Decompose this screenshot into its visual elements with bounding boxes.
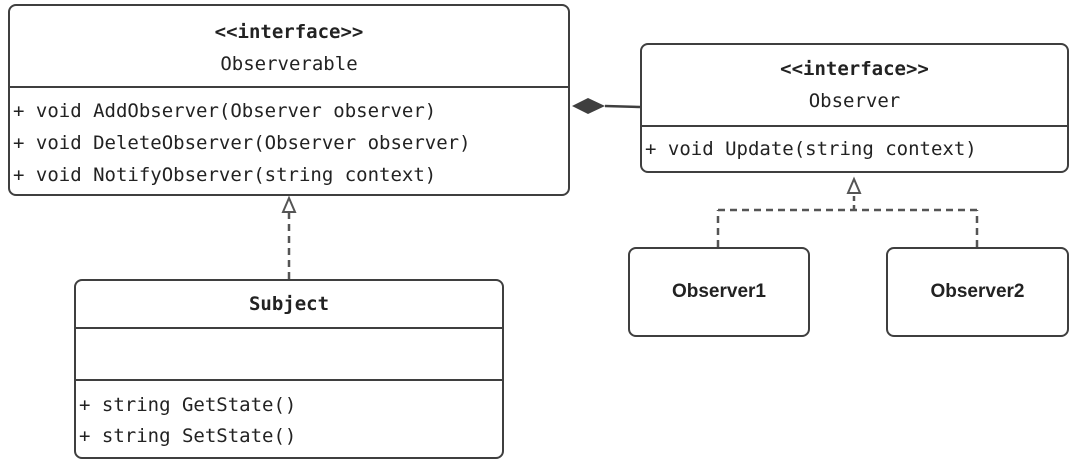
observer-class-box: <<interface>> Observer + void Update(str… (640, 43, 1069, 173)
class-name: Observer1 (671, 281, 766, 302)
observer2-class-box: Observer2 (886, 247, 1069, 337)
composition-line (604, 104, 641, 109)
observer-header: <<interface>> Observer (642, 45, 1067, 127)
class-name: Observer (808, 90, 901, 112)
observerable-header: <<interface>> Observerable (10, 6, 568, 88)
stereotype-label: <<interface>> (214, 21, 364, 43)
subject-class-box: Subject + string GetState() + string Set… (74, 279, 504, 459)
subject-attributes (76, 329, 502, 381)
subject-methods: + string GetState() + string SetState() (76, 381, 502, 452)
observerable-methods: + void AddObserver(Observer observer) + … (10, 88, 568, 191)
realization-arrow-icon (846, 176, 862, 194)
observer1-class-box: Observer1 (628, 247, 810, 337)
observer-methods: + void Update(string context) (642, 127, 1067, 165)
method-item: + void NotifyObserver(string context) (13, 164, 437, 186)
composition-diamond-icon (572, 98, 605, 114)
method-item: + void DeleteObserver(Observer observer) (13, 132, 471, 154)
observerable-class-box: <<interface>> Observerable + void AddObs… (8, 4, 570, 196)
class-name: Observer2 (930, 281, 1025, 302)
method-item: + string GetState() (79, 394, 297, 416)
class-name: Observerable (220, 53, 358, 75)
method-item: + string SetState() (79, 425, 297, 447)
subject-header: Subject (76, 281, 502, 329)
method-item: + void AddObserver(Observer observer) (13, 100, 437, 122)
method-item: + void Update(string context) (645, 138, 977, 160)
realization-arrow-icon (281, 195, 297, 213)
stereotype-label: <<interface>> (780, 58, 929, 80)
class-name: Subject (248, 293, 330, 315)
